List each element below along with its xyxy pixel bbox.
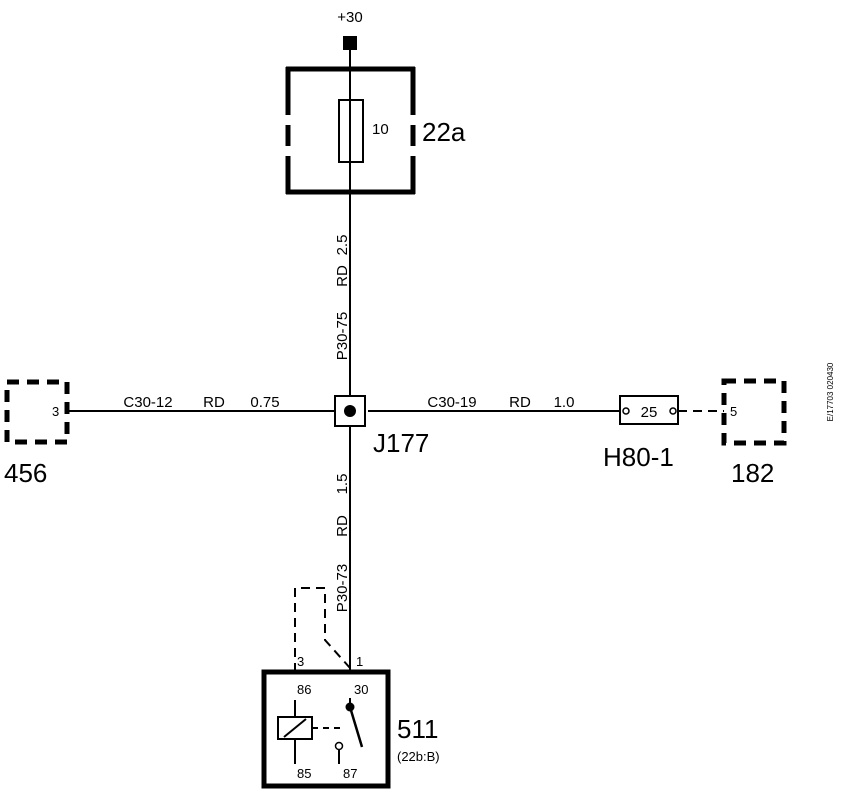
inline-connector-right-terminal xyxy=(669,407,677,415)
relay-terminal-85: 85 xyxy=(297,766,311,781)
inline-connector-pin: 25 xyxy=(641,404,658,421)
supply-terminal xyxy=(343,36,357,50)
left-wire-color: RD xyxy=(203,394,225,411)
connector-182-id: 182 xyxy=(731,458,774,488)
relay-coil-diagonal xyxy=(283,718,307,738)
right-wire-section: 1.0 xyxy=(554,394,575,411)
relay-id: 511 xyxy=(397,714,438,744)
left-wire-section: 0.75 xyxy=(250,394,279,411)
connector-182-pin: 5 xyxy=(730,404,737,419)
connector-182-box xyxy=(721,378,787,446)
relay-terminal-86: 86 xyxy=(297,682,311,697)
connector-456-id: 456 xyxy=(4,458,47,488)
drawing-code: E/17703 020430 xyxy=(826,362,835,421)
switch-arm xyxy=(348,706,364,748)
lower-wire-id: P30-73 xyxy=(334,564,351,612)
lower-wire-color: RD xyxy=(334,515,351,537)
fuse-rating: 10 xyxy=(372,121,389,138)
relay-location: (22b:B) xyxy=(397,749,440,764)
dashed-relay-wire xyxy=(294,587,351,672)
supply-label: +30 xyxy=(337,9,362,26)
right-wire-color: RD xyxy=(509,394,531,411)
upper-wire-color: RD xyxy=(334,265,351,287)
relay-terminal-30: 30 xyxy=(354,682,368,697)
connector-456-box xyxy=(4,379,70,445)
switch-contact-87 xyxy=(334,741,344,751)
upper-wire-id: P30-75 xyxy=(334,312,351,360)
inline-connector-id: H80-1 xyxy=(603,442,674,472)
junction-id: J177 xyxy=(373,428,429,458)
junction-dot xyxy=(344,405,356,417)
upper-wire-section: 2.5 xyxy=(334,235,351,256)
lower-wire-section: 1.5 xyxy=(334,474,351,495)
right-wire-id: C30-19 xyxy=(427,394,476,411)
left-wire-id: C30-12 xyxy=(123,394,172,411)
connector-456-pin: 3 xyxy=(52,404,59,419)
fuse-id: 22a xyxy=(422,117,466,147)
relay-pin-b: 1 xyxy=(356,654,363,669)
inline-connector-left-terminal xyxy=(622,407,630,415)
relay-pin-a: 3 xyxy=(297,654,304,669)
relay-terminal-87: 87 xyxy=(343,766,357,781)
